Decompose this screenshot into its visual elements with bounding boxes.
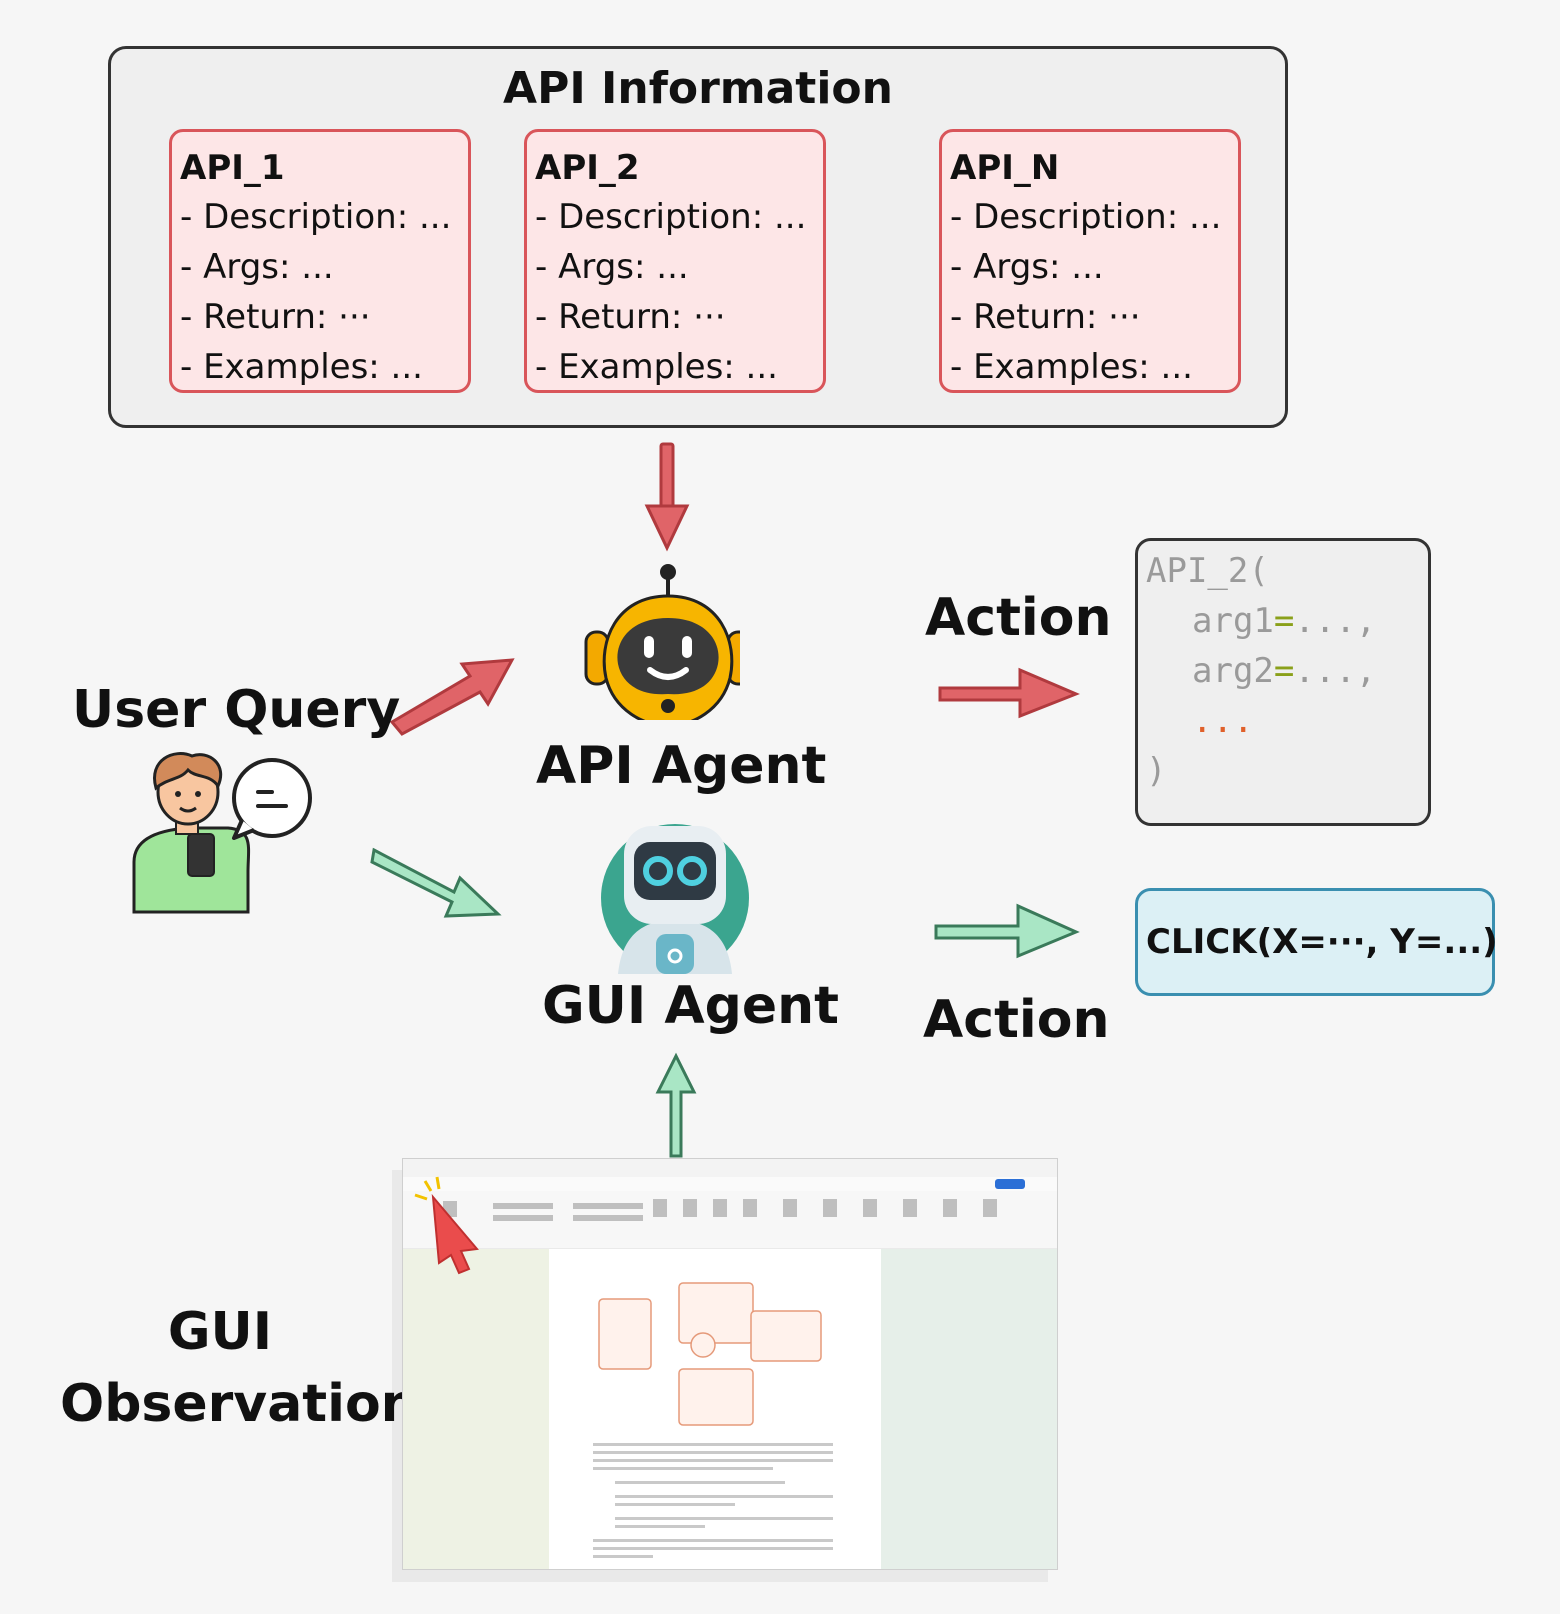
gui-observation-label: GUI Observation — [60, 1296, 418, 1440]
api-information-panel: API Information API_1 - Description: ...… — [108, 46, 1288, 428]
gui-observation-line1: GUI — [167, 1302, 273, 1362]
arrow-user-to-gui-agent — [370, 847, 502, 918]
arrow-api-action — [938, 667, 1080, 719]
code-arg2-rest: ..., — [1294, 651, 1377, 691]
api-action-label: Action — [925, 588, 1112, 648]
api-card-description: - Description: ... — [180, 197, 452, 237]
gui-screenshot-thumbnail — [402, 1158, 1058, 1570]
code-line-call: API_2( — [1146, 551, 1269, 591]
ribbon-icons — [443, 1199, 997, 1221]
user-query-label: User Query — [72, 680, 401, 740]
api-card-examples: - Examples: ... — [180, 347, 423, 387]
api-card-name: API_2 — [535, 148, 640, 188]
gui-agent-label: GUI Agent — [542, 976, 839, 1036]
arrow-user-to-api-agent — [389, 658, 515, 736]
api-card-examples: - Examples: ... — [950, 347, 1193, 387]
api-card-return: - Return: ··· — [950, 297, 1141, 337]
click-command-box: CLICK(X=···, Y=...) — [1135, 888, 1498, 996]
arrow-api-info-to-agent — [644, 442, 690, 552]
code-arg2-eq: = — [1273, 651, 1295, 691]
api-card-description: - Description: ... — [535, 197, 807, 237]
code-arg2-name: arg2 — [1192, 651, 1274, 691]
arrow-gui-action — [934, 903, 1080, 959]
api-agent-robot-icon — [584, 564, 740, 720]
api-card-description: - Description: ... — [950, 197, 1222, 237]
api-call-code-box: API_2( arg1=..., arg2=..., ... ) — [1135, 538, 1431, 826]
gui-agent-robot-icon — [601, 824, 749, 974]
api-card-name: API_N — [950, 148, 1060, 188]
api-card-1: API_1 - Description: ... - Args: ... - R… — [169, 129, 471, 393]
cursor-pointer-icon — [414, 1176, 479, 1275]
code-line-close: ) — [1146, 751, 1167, 791]
api-card-return: - Return: ··· — [535, 297, 726, 337]
code-line-ellipsis: ... — [1192, 701, 1254, 741]
code-arg1-eq: = — [1273, 601, 1295, 641]
api-agent-label: API Agent — [536, 736, 827, 796]
code-arg1-rest: ..., — [1294, 601, 1377, 641]
api-information-title: API Information — [503, 63, 893, 114]
code-line-arg1: arg1=..., — [1192, 601, 1376, 641]
api-card-return: - Return: ··· — [180, 297, 371, 337]
api-card-args: - Args: ... — [950, 247, 1104, 287]
api-card-n: API_N - Description: ... - Args: ... - R… — [939, 129, 1241, 393]
code-line-arg2: arg2=..., — [1192, 651, 1376, 691]
document-text-lines — [593, 1443, 833, 1558]
api-card-args: - Args: ... — [180, 247, 334, 287]
code-arg1-name: arg1 — [1192, 601, 1274, 641]
api-card-examples: - Examples: ... — [535, 347, 778, 387]
document-diagram — [598, 1282, 822, 1426]
api-card-2: API_2 - Description: ... - Args: ... - R… — [524, 129, 826, 393]
api-card-args: - Args: ... — [535, 247, 689, 287]
gui-observation-line2: Observation — [60, 1374, 418, 1434]
gui-action-label: Action — [923, 990, 1110, 1050]
word-processor-window — [403, 1159, 1057, 1569]
api-card-name: API_1 — [180, 148, 285, 188]
user-person-icon — [132, 752, 312, 914]
arrow-observation-to-gui-agent — [655, 1052, 697, 1158]
